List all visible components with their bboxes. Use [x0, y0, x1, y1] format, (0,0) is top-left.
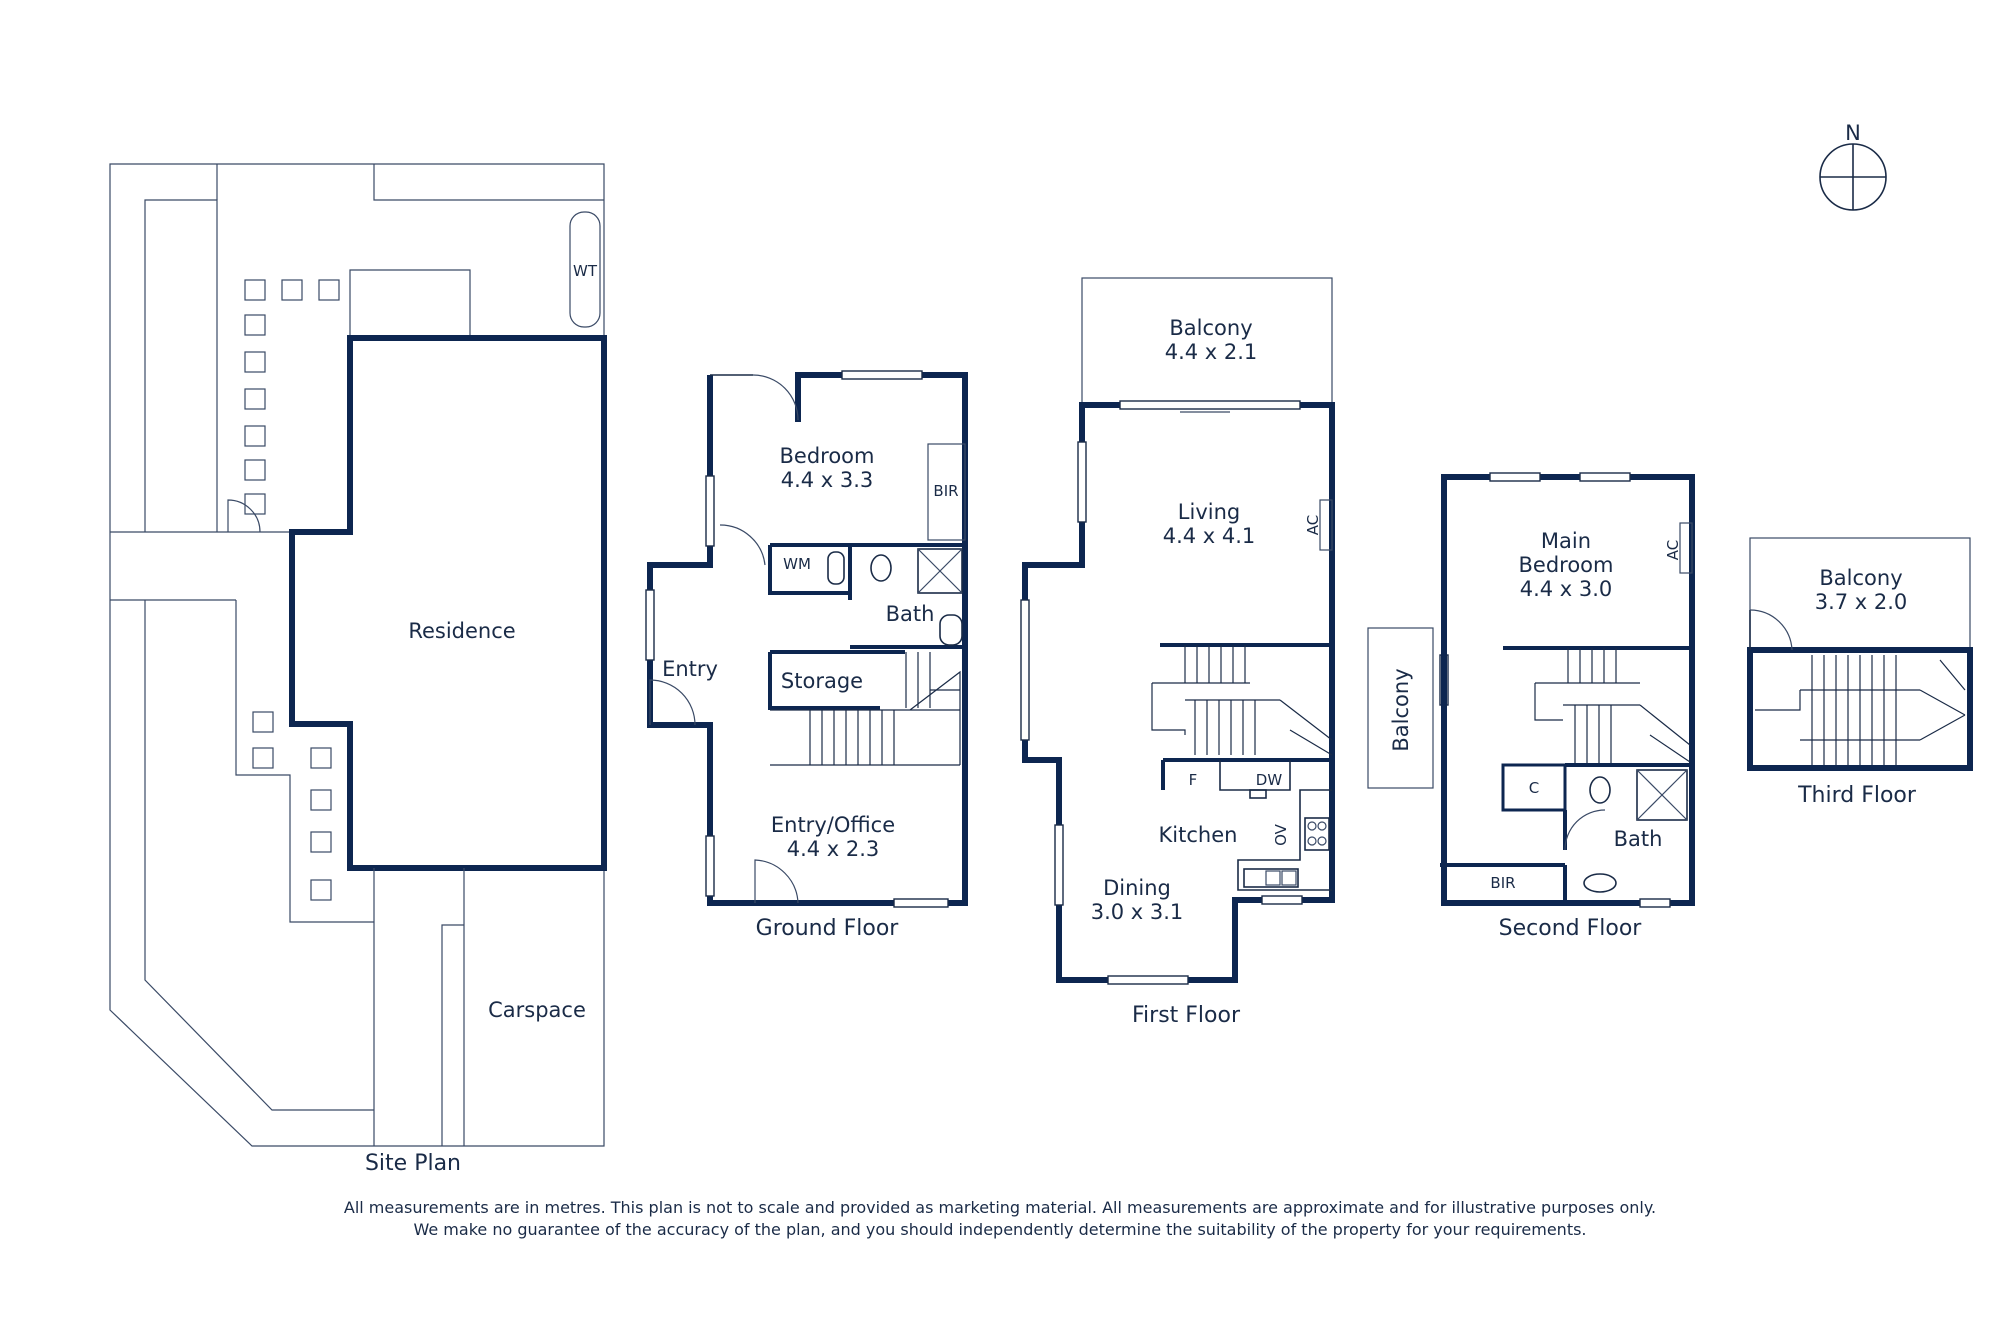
shower-icon-second — [1636, 769, 1688, 821]
bath-basin-icon — [1583, 873, 1617, 893]
main-bedroom-name-line1: Main — [1541, 529, 1591, 553]
entry-office-name: Entry/Office — [771, 813, 895, 837]
ground-bir-label: BIR — [933, 482, 958, 500]
storage-label: Storage — [781, 669, 863, 693]
paver-group-bottom — [252, 711, 332, 901]
first-balcony-size: 4.4 x 2.1 — [1165, 340, 1258, 364]
third-floor-caption: Third Floor — [1797, 783, 1917, 808]
bedroom-size: 4.4 x 3.3 — [781, 468, 874, 492]
third-balcony-name: Balcony — [1819, 566, 1902, 590]
living-size: 4.4 x 4.1 — [1163, 524, 1256, 548]
disclaimer-line-1: All measurements are in metres. This pla… — [343, 1198, 1657, 1217]
residence-outline — [289, 335, 607, 871]
ground-floor: BIR WM Bath Storage — [645, 370, 968, 941]
second-balcony-label: Balcony — [1389, 668, 1413, 751]
ground-bath-label: Bath — [886, 602, 935, 626]
toilet-icon-second — [1589, 776, 1611, 804]
living-name: Living — [1178, 500, 1240, 524]
toilet-icon — [870, 554, 892, 582]
compass: N — [1819, 121, 1887, 211]
dining-name: Dining — [1103, 876, 1171, 900]
third-floor: Balcony 3.7 x 2.0 Third Floor — [1747, 537, 1973, 808]
ground-stairs — [770, 652, 961, 766]
dining-size: 3.0 x 3.1 — [1091, 900, 1184, 924]
first-floor: Balcony 4.4 x 2.1 AC Living 4.4 x 4.1 — [1020, 277, 1335, 1028]
carspace-label: Carspace — [488, 998, 586, 1022]
first-floor-caption: First Floor — [1132, 1003, 1241, 1028]
cooktop-icon — [1304, 817, 1330, 851]
ground-floor-caption: Ground Floor — [756, 916, 900, 941]
residence-label: Residence — [408, 619, 515, 643]
third-balcony-size: 3.7 x 2.0 — [1815, 590, 1908, 614]
dishwasher-label: DW — [1256, 771, 1283, 789]
basin-icon — [939, 614, 963, 646]
second-floor: Balcony AC Main Bedroom 4.4 x 3.0 — [1367, 472, 1695, 941]
disclaimer-line-2: We make no guarantee of the accuracy of … — [413, 1220, 1587, 1239]
washing-machine-label: WM — [783, 555, 811, 573]
paver-group-top — [244, 279, 340, 515]
second-floor-caption: Second Floor — [1499, 916, 1643, 941]
compass-north-label: N — [1845, 121, 1861, 145]
kitchen-label: Kitchen — [1159, 823, 1238, 847]
second-bir-label: BIR — [1490, 874, 1515, 892]
closet-label: C — [1529, 779, 1539, 797]
third-stairs — [1755, 655, 1966, 765]
site-plan: WT Residence Carspace Site Plan — [109, 163, 607, 1176]
oven-label: OV — [1272, 823, 1290, 846]
first-ac-label: AC — [1304, 515, 1322, 535]
first-stairs — [1151, 645, 1333, 756]
site-plan-caption: Site Plan — [365, 1151, 461, 1176]
fridge-label: F — [1189, 771, 1198, 789]
entry-office-size: 4.4 x 2.3 — [787, 837, 880, 861]
bedroom-name: Bedroom — [780, 444, 875, 468]
main-bedroom-size: 4.4 x 3.0 — [1520, 577, 1613, 601]
second-bath-label: Bath — [1614, 827, 1663, 851]
main-bedroom-name-line2: Bedroom — [1519, 553, 1614, 577]
shower-icon — [917, 548, 963, 594]
water-tank-label: WT — [573, 262, 598, 280]
first-balcony-name: Balcony — [1169, 316, 1252, 340]
entry-label: Entry — [662, 657, 718, 681]
sink-icon — [1243, 868, 1299, 888]
second-stairs — [1534, 648, 1691, 765]
water-tank-icon — [569, 211, 601, 328]
second-ac-label: AC — [1664, 540, 1682, 560]
